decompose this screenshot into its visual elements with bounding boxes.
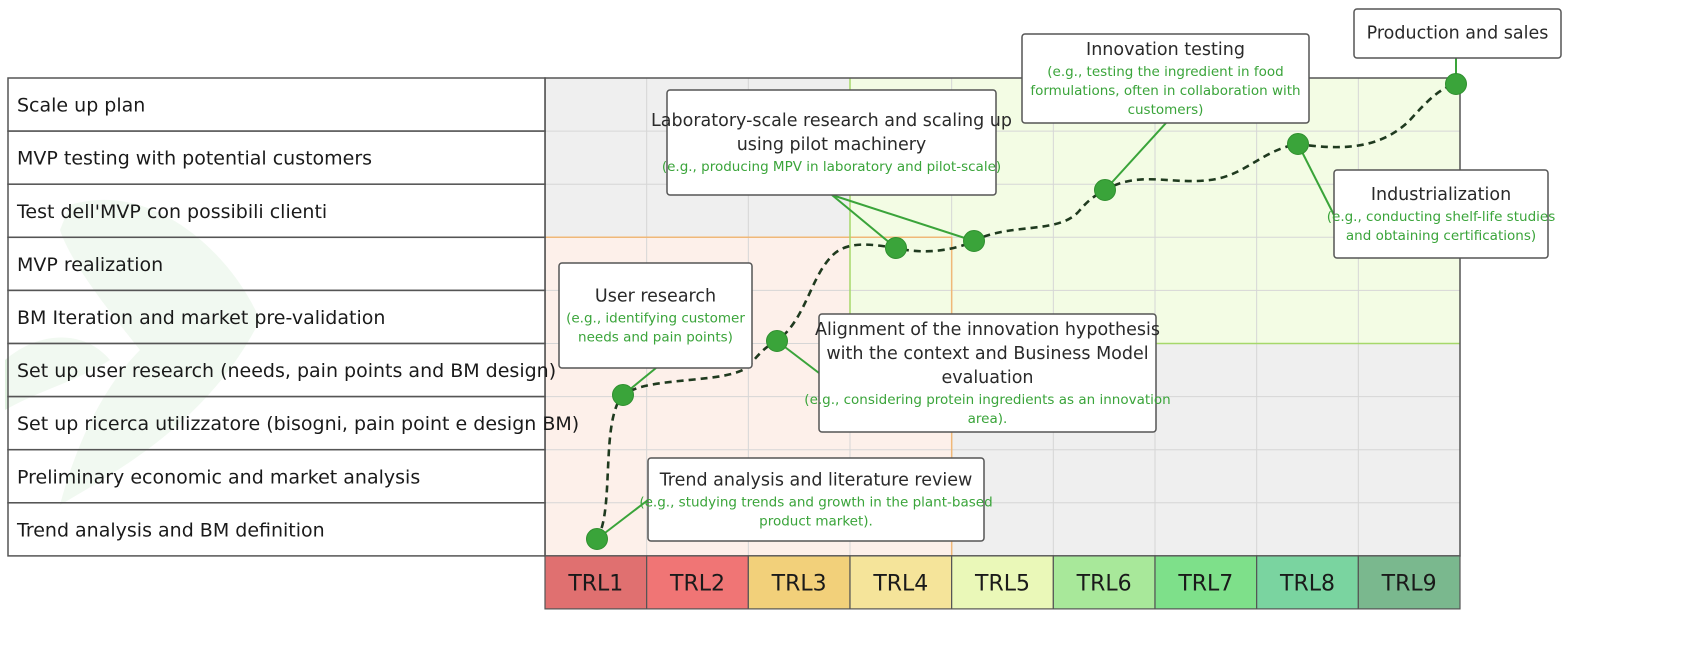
callout-subtitle: (e.g., considering protein ingredients a… <box>804 392 1170 408</box>
trl-label: TRL4 <box>872 571 928 596</box>
connector-line <box>831 194 975 242</box>
callout-subtitle: formulations, often in collaboration wit… <box>1030 83 1300 99</box>
callout-title: Laboratory-scale research and scaling up <box>651 111 1012 131</box>
milestone-node <box>766 330 788 352</box>
milestone-node <box>1445 73 1467 95</box>
callout-title: Alignment of the innovation hypothesis <box>815 320 1160 340</box>
callout-subtitle: (e.g., producing MPV in laboratory and p… <box>662 159 1001 175</box>
callout-subtitle: (e.g., identifying customer <box>566 311 745 327</box>
connector-line <box>1104 122 1167 191</box>
callout-box: Trend analysis and literature review (e.g… <box>639 457 993 542</box>
callout-frame <box>666 89 997 196</box>
callout-title: Trend analysis and literature review <box>659 471 973 491</box>
row-label: Set up user research (needs, pain points… <box>17 360 556 382</box>
trl-label: TRL1 <box>567 571 623 596</box>
connector-line <box>1297 143 1335 216</box>
trl-scale-bar: TRL1 TRL2 TRL3 TRL4 TRL5 TRL6 TRL7 TRL8 TRL9 <box>544 555 1461 610</box>
callout-subtitle: (e.g., conducting shelf-life studies <box>1327 209 1555 225</box>
callout-title: Innovation testing <box>1086 40 1245 60</box>
callout-frame <box>1353 8 1562 59</box>
row-label: Trend analysis and BM definition <box>16 519 325 541</box>
row-cell <box>7 77 546 132</box>
trl-cell <box>1256 555 1359 610</box>
callout-frame <box>1333 169 1549 259</box>
row-label: Set up ricerca utilizzatore (bisogni, pa… <box>17 413 579 435</box>
milestone-node <box>586 528 608 550</box>
row-cell <box>7 289 546 345</box>
trl-cell <box>544 555 648 610</box>
callout-subtitle: needs and pain points) <box>578 330 733 346</box>
milestone-node <box>1287 133 1309 155</box>
trl-label: TRL7 <box>1177 571 1233 596</box>
callout-title: evaluation <box>941 368 1033 388</box>
trl-cell <box>646 555 749 610</box>
row-label: MVP realization <box>17 254 163 276</box>
row-label: BM Iteration and market pre-validation <box>17 307 385 329</box>
callout-frame <box>818 313 1157 433</box>
row-cell <box>7 502 546 557</box>
row-label: Preliminary economic and market analysis <box>17 466 420 488</box>
zone-early-border <box>545 236 953 556</box>
row-label: Scale up plan <box>17 95 145 117</box>
callout-box: Industrialization (e.g., conducting shelf… <box>1327 169 1555 259</box>
trl-label: TRL3 <box>771 571 827 596</box>
trl-label: TRL6 <box>1076 571 1132 596</box>
trl-cell <box>1052 555 1156 610</box>
trl-cell <box>951 555 1054 610</box>
row-cell <box>7 183 546 239</box>
callout-title: User research <box>595 287 716 307</box>
callout-title: Industrialization <box>1371 185 1511 205</box>
callout-title: with the context and Business Model <box>826 344 1148 364</box>
callout-subtitle: product market). <box>759 514 873 530</box>
callout-subtitle: customers) <box>1128 102 1204 118</box>
trl-label: TRL2 <box>669 571 725 596</box>
callout-box: Laboratory-scale research and scaling up… <box>651 89 1012 196</box>
row-cell <box>7 395 546 451</box>
callout-subtitle: (e.g., studying trends and growth in the… <box>639 495 992 511</box>
milestone-node <box>885 237 907 259</box>
row-cell <box>7 236 546 292</box>
trl-cell <box>849 555 953 610</box>
milestone-node <box>1094 179 1116 201</box>
trl-label: TRL5 <box>974 571 1030 596</box>
milestone-node <box>612 384 634 406</box>
callout-frame <box>647 457 985 542</box>
connector-line <box>831 194 897 249</box>
callout-box: Alignment of the innovation hypothesis wi… <box>804 313 1171 433</box>
row-cell <box>7 448 546 504</box>
trl-cell <box>1357 555 1461 610</box>
row-cell <box>7 130 546 185</box>
row-label: Test dell'MVP con possibili clienti <box>16 201 327 223</box>
row-cell <box>7 342 546 398</box>
trl-label: TRL8 <box>1279 571 1335 596</box>
callout-frame <box>1021 33 1310 124</box>
milestone-node <box>963 230 985 252</box>
milestone-nodes <box>586 73 1467 550</box>
callout-subtitle: and obtaining certifications) <box>1346 228 1536 244</box>
row-label: MVP testing with potential customers <box>17 148 372 170</box>
callout-title: Production and sales <box>1367 24 1549 44</box>
callout-box: User research (e.g., identifying customer… <box>558 262 753 369</box>
trl-cell <box>747 555 851 610</box>
callout-subtitle: area). <box>968 411 1008 427</box>
callout-title: using pilot machinery <box>737 135 927 155</box>
callout-frame <box>558 262 753 369</box>
trl-label: TRL9 <box>1381 571 1437 596</box>
callout-subtitle: (e.g., testing the ingredient in food <box>1047 64 1284 80</box>
callout-box: Production and sales <box>1353 8 1562 59</box>
trl-cell <box>1154 555 1258 610</box>
callout-box: Innovation testing (e.g., testing the ing… <box>1021 33 1310 124</box>
